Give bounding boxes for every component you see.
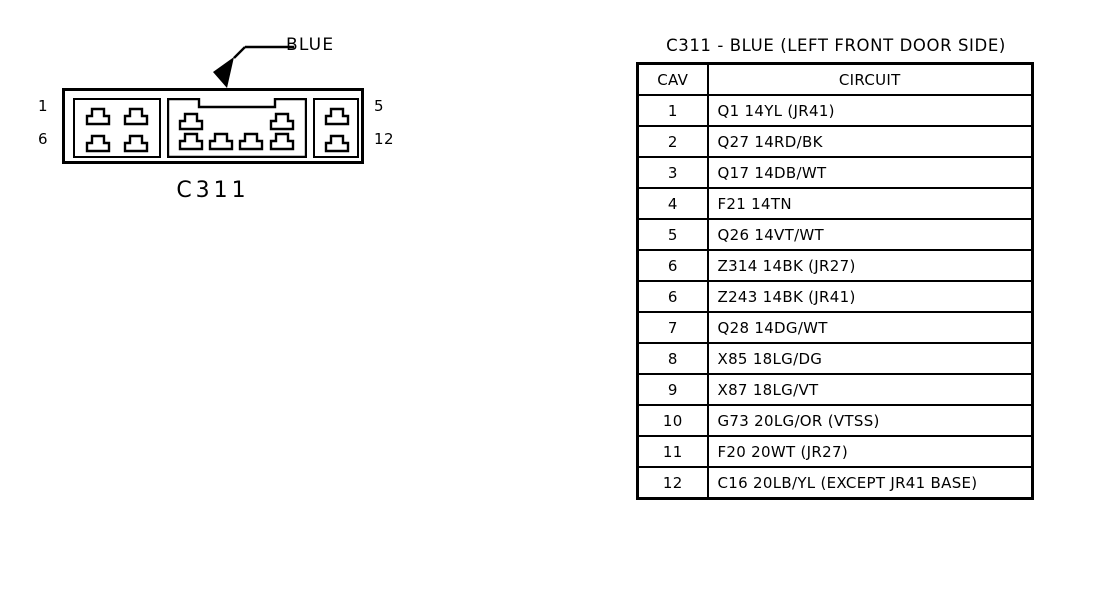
cav-cell: 9 bbox=[636, 373, 709, 406]
cav-cell: 7 bbox=[636, 311, 709, 344]
cav-cell: 3 bbox=[636, 156, 709, 189]
cavity-terminal bbox=[122, 106, 150, 126]
pin-number-6: 6 bbox=[38, 130, 49, 148]
circuit-cell: F21 14TN bbox=[706, 187, 1034, 220]
middle-section-notched-outline bbox=[167, 98, 307, 158]
cavity-terminal bbox=[122, 133, 150, 153]
connector-caption: C311 bbox=[176, 178, 250, 203]
cavity-section-right bbox=[313, 98, 359, 158]
cav-cell: 6 bbox=[636, 280, 709, 313]
table-header-row: CAV CIRCUIT bbox=[636, 62, 1034, 96]
cav-cell: 10 bbox=[636, 404, 709, 437]
column-header-cav: CAV bbox=[636, 62, 709, 96]
circuit-cell: Q28 14DG/WT bbox=[706, 311, 1034, 344]
cav-cell: 11 bbox=[636, 435, 709, 468]
circuit-cell: F20 20WT (JR27) bbox=[706, 435, 1034, 468]
cavity-terminal bbox=[177, 131, 205, 151]
cav-cell: 1 bbox=[636, 94, 709, 127]
cavity-section-middle bbox=[167, 98, 307, 158]
cav-cell: 5 bbox=[636, 218, 709, 251]
cav-cell: 4 bbox=[636, 187, 709, 220]
cav-cell: 6 bbox=[636, 249, 709, 282]
circuit-cell: X85 18LG/DG bbox=[706, 342, 1034, 375]
pin-number-1: 1 bbox=[38, 97, 49, 115]
cavity-terminal bbox=[177, 111, 205, 131]
cavity-terminal bbox=[323, 106, 351, 126]
connector-shell bbox=[62, 88, 364, 164]
circuit-cell: C16 20LB/YL (EXCEPT JR41 BASE) bbox=[706, 466, 1034, 500]
cav-cell: 2 bbox=[636, 125, 709, 158]
callout-label-blue: BLUE bbox=[286, 35, 335, 55]
circuit-cell: Q27 14RD/BK bbox=[706, 125, 1034, 158]
circuit-cell: Z314 14BK (JR27) bbox=[706, 249, 1034, 282]
column-header-circuit: CIRCUIT bbox=[706, 62, 1034, 96]
callout-leader-line bbox=[213, 45, 294, 88]
pin-number-5: 5 bbox=[374, 97, 385, 115]
pin-number-12: 12 bbox=[374, 130, 395, 148]
cav-cell: 12 bbox=[636, 466, 709, 500]
circuit-cell: Q17 14DB/WT bbox=[706, 156, 1034, 189]
cavity-terminal bbox=[268, 131, 296, 151]
cav-cell: 8 bbox=[636, 342, 709, 375]
cavity-terminal bbox=[207, 131, 235, 151]
cavity-terminal bbox=[84, 133, 112, 153]
circuit-cell: Z243 14BK (JR41) bbox=[706, 280, 1034, 313]
circuit-table-panel: C311 - BLUE (LEFT FRONT DOOR SIDE) CAV C… bbox=[636, 36, 1036, 500]
circuit-cell: G73 20LG/OR (VTSS) bbox=[706, 404, 1034, 437]
cavity-terminal bbox=[237, 131, 265, 151]
cavity-terminal bbox=[268, 111, 296, 131]
circuit-cell: Q1 14YL (JR41) bbox=[706, 94, 1034, 127]
cavity-section-left bbox=[73, 98, 161, 158]
circuit-cell: Q26 14VT/WT bbox=[706, 218, 1034, 251]
cavity-terminal bbox=[84, 106, 112, 126]
connector-diagram: BLUE 1 6 5 12 bbox=[0, 0, 470, 596]
cavity-terminal bbox=[323, 133, 351, 153]
circuit-cell: X87 18LG/VT bbox=[706, 373, 1034, 406]
table-title: C311 - BLUE (LEFT FRONT DOOR SIDE) bbox=[666, 36, 1006, 55]
